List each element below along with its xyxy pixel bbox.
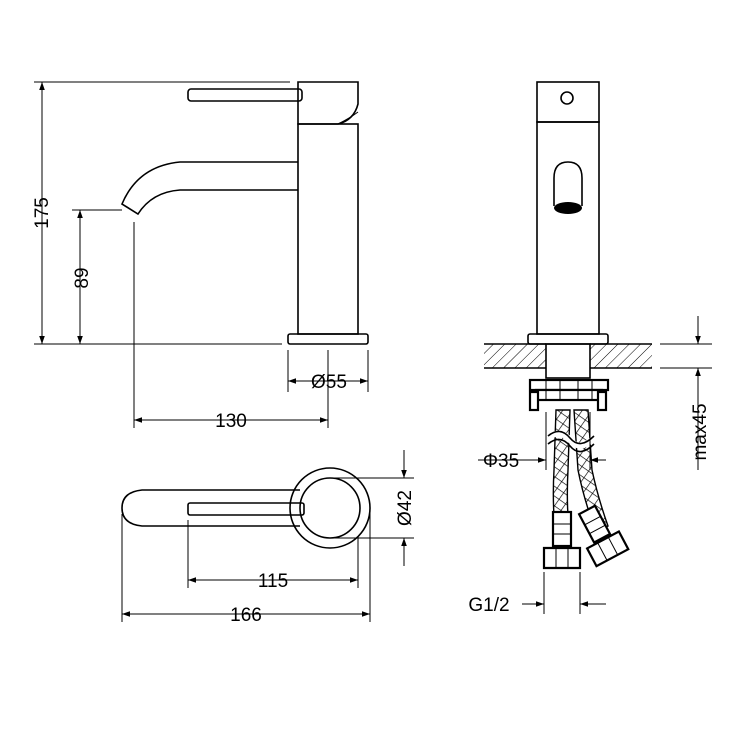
- shank: [545, 343, 591, 379]
- lever-handle: [187, 88, 303, 102]
- front-view: max45 Φ35 G1/2: [468, 81, 712, 616]
- dim-label-166: 166: [230, 605, 262, 626]
- mounting-nut: [528, 378, 610, 392]
- dim-label-d42: Ø42: [395, 490, 416, 526]
- outlet-opening: [554, 202, 582, 214]
- front-body: [536, 121, 600, 335]
- dim-label-175: 175: [32, 197, 53, 229]
- dim-label-g12: G1/2: [468, 595, 509, 616]
- top-spout: [121, 489, 300, 527]
- body: [297, 123, 359, 335]
- outlet: [553, 161, 583, 206]
- side-view: 175 89 Ø55 130: [32, 81, 369, 432]
- fitting-right: [577, 504, 612, 544]
- countertop-left: [484, 344, 546, 368]
- spout: [120, 161, 298, 216]
- dim-label-phi35: Φ35: [483, 451, 519, 472]
- top-body-outer: [289, 467, 371, 549]
- dim-label-130: 130: [215, 411, 247, 432]
- hex-nut-left: [542, 546, 582, 570]
- front-cap: [536, 81, 600, 123]
- dim-label-89: 89: [72, 267, 93, 288]
- top-view: Ø42 115 166: [121, 450, 416, 626]
- cap-hole: [560, 91, 574, 105]
- dim-label-115: 115: [258, 571, 288, 592]
- base-plate: [287, 333, 369, 345]
- countertop-right: [590, 344, 652, 368]
- top-lever: [187, 502, 305, 516]
- dim-label-max45: max45: [690, 403, 711, 460]
- fitting-left: [551, 510, 573, 548]
- top-body-inner: [299, 477, 361, 539]
- dim-label-d55: Ø55: [311, 372, 347, 393]
